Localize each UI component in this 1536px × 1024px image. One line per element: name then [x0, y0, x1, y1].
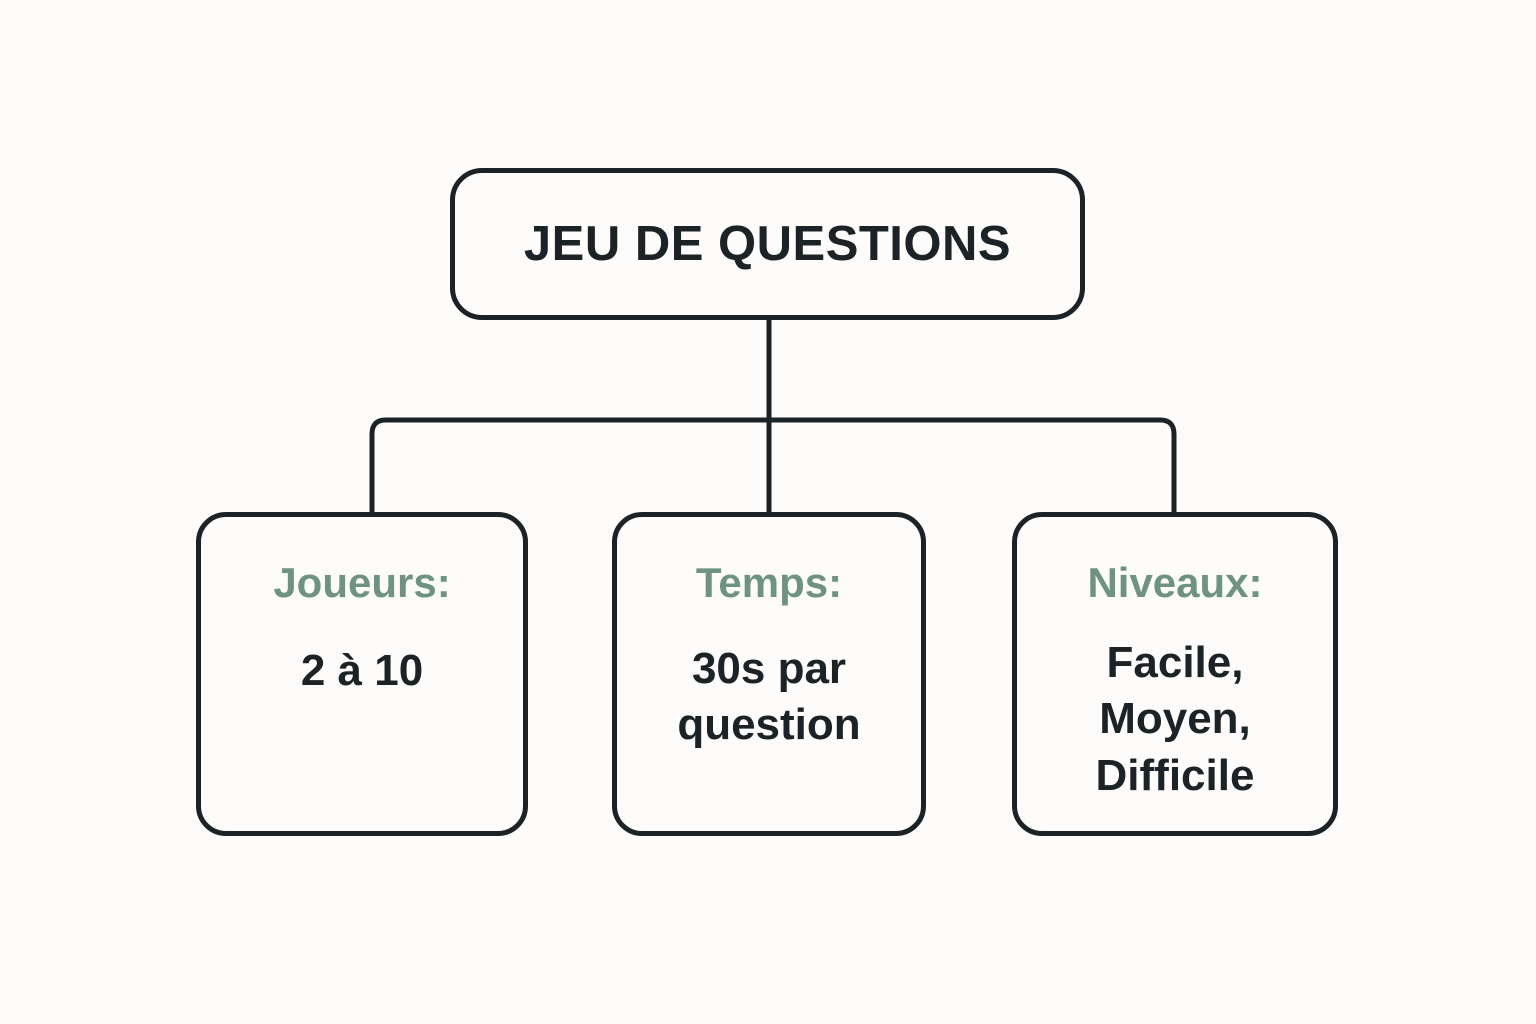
child-node-value: 2 à 10 — [300, 646, 424, 696]
child-node-label: Niveaux: — [1087, 559, 1263, 606]
root-node: JEU DE QUESTIONS — [450, 168, 1085, 320]
child-node-value: Facile, Moyen, Difficile — [1095, 638, 1255, 800]
child-node-value: 30s par question — [677, 644, 861, 750]
child-node-label: Temps: — [695, 559, 843, 606]
child-node-joueurs: Joueurs: 2 à 10 — [196, 512, 528, 836]
child-node-temps: Temps: 30s par question — [612, 512, 926, 836]
root-node-title: JEU DE QUESTIONS — [523, 216, 1012, 271]
child-node-label: Joueurs: — [273, 559, 451, 606]
child-node-niveaux: Niveaux: Facile, Moyen, Difficile — [1012, 512, 1338, 836]
connector-bus — [369, 417, 1177, 512]
